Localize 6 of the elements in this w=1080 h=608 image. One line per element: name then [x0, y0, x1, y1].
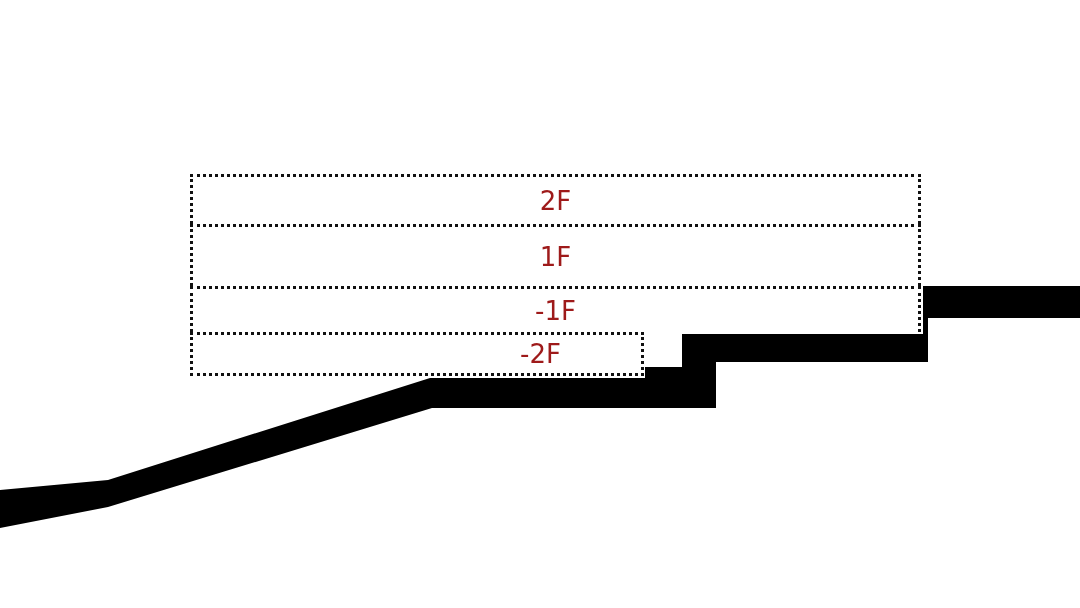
floor-label: 2F — [539, 187, 572, 214]
floor-band — [190, 224, 921, 286]
floor-band — [190, 174, 921, 224]
floor-label: -1F — [535, 297, 576, 324]
floor-label: -2F — [520, 341, 561, 367]
floor-label: 1F — [539, 243, 572, 270]
